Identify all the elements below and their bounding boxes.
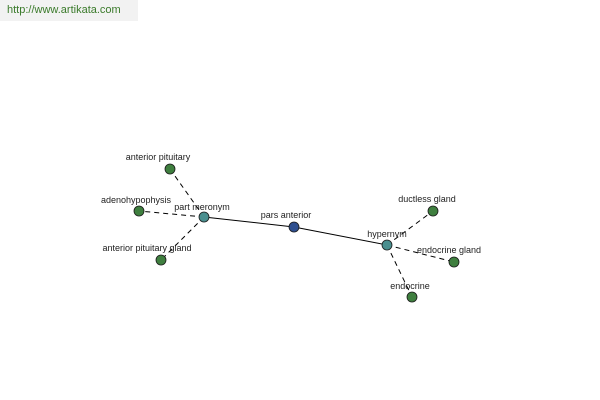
node-anterior-pituitary-gland[interactable] — [155, 254, 167, 266]
edge-part-meronym-anterior-pituitary-gland — [160, 216, 205, 261]
edge-hypernym-endocrine-gland — [386, 244, 455, 263]
edge-hypernym-ductless-gland — [386, 210, 434, 246]
node-pars-anterior[interactable] — [288, 221, 300, 233]
node-label-ductless-gland[interactable]: ductless gland — [398, 194, 456, 204]
node-label-endocrine[interactable]: endocrine — [390, 281, 430, 291]
node-label-pars-anterior[interactable]: pars anterior — [261, 210, 312, 220]
graph-edges — [138, 168, 455, 298]
edge-hypernym-endocrine — [386, 244, 413, 298]
node-label-endocrine-gland[interactable]: endocrine gland — [417, 245, 481, 255]
site-url-link[interactable]: http://www.artikata.com — [7, 4, 121, 16]
node-label-anterior-pituitary[interactable]: anterior pituitary — [126, 152, 191, 162]
node-endocrine-gland[interactable] — [448, 256, 460, 268]
graph-nodes — [133, 163, 460, 303]
node-ductless-gland[interactable] — [427, 205, 439, 217]
graph-labels: anterior pituitary adenohypophysis anterio… — [101, 152, 481, 291]
edge-part-meronym-anterior-pituitary — [169, 168, 205, 218]
node-label-adenohypophysis[interactable]: adenohypophysis — [101, 195, 172, 205]
node-hypernym[interactable] — [381, 239, 393, 251]
node-label-anterior-pituitary-gland[interactable]: anterior pituitary gland — [102, 243, 191, 253]
node-endocrine[interactable] — [406, 291, 418, 303]
url-banner: http://www.artikata.com — [0, 0, 138, 21]
edge-pars-anterior-hypernym — [293, 226, 388, 246]
node-adenohypophysis[interactable] — [133, 205, 145, 217]
edge-pars-anterior-part-meronym — [203, 216, 295, 228]
node-label-part-meronym[interactable]: part meronym — [174, 202, 230, 212]
node-part-meronym[interactable] — [198, 211, 210, 223]
node-anterior-pituitary[interactable] — [164, 163, 176, 175]
node-label-hypernym[interactable]: hypernym — [367, 229, 407, 239]
edge-part-meronym-adenohypophysis — [138, 210, 205, 218]
